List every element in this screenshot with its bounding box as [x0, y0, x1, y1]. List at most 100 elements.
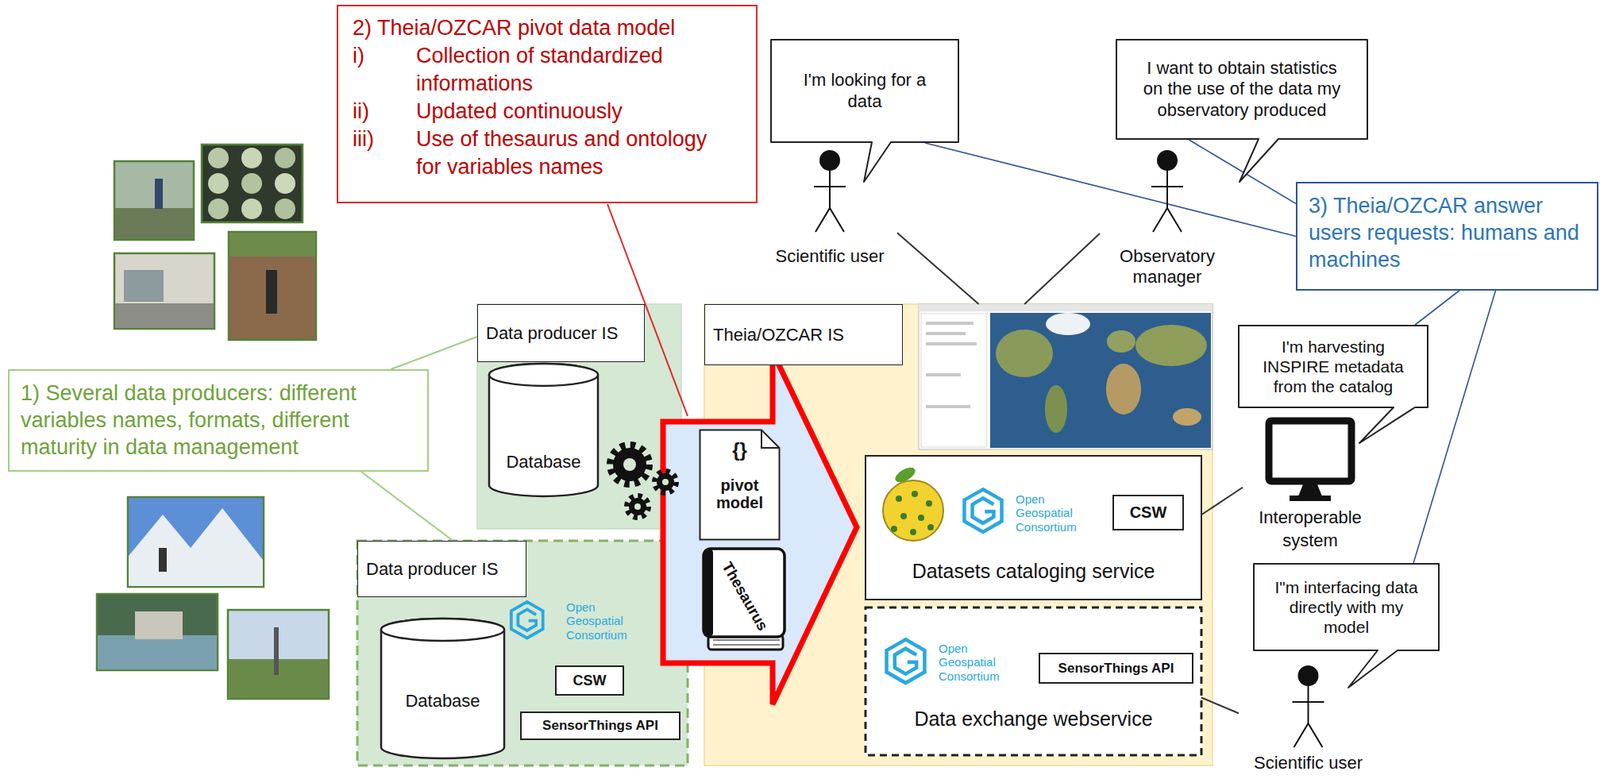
database-cylinder: Database: [487, 362, 600, 498]
callout-heading: 2) Theia/OZCAR pivot data model: [352, 14, 737, 43]
map-land: [1044, 385, 1068, 433]
gear-hole: [662, 478, 669, 486]
photo-detail: [274, 198, 296, 220]
book-spine: [703, 548, 714, 637]
label-holder: Open Geospatial Consortium: [938, 641, 1012, 683]
ogc-symbol: [511, 601, 544, 639]
callout-box: 2) Theia/OZCAR pivot data modeli)Collect…: [336, 4, 758, 204]
map-sidebar: [921, 313, 987, 448]
ogc-hexagon: [972, 497, 995, 523]
connector-line: [925, 142, 1296, 237]
photo: [227, 609, 329, 699]
list-item: Use of thesaurus and ontology for variab…: [416, 125, 737, 182]
panel-ground: [357, 540, 688, 766]
photo: [127, 497, 264, 587]
photo-person: [266, 269, 278, 314]
gear-teeth: [655, 471, 676, 493]
connector-line: [390, 336, 478, 370]
ogc-hexagon: [894, 648, 917, 675]
callout-box: 1) Several data producers: different var…: [7, 369, 429, 472]
document-text: {}: [732, 439, 748, 461]
ogc-hexagon: [511, 601, 544, 639]
list-row: ii)Updated continuously: [352, 97, 737, 126]
photo-detail: [241, 147, 263, 169]
logo-dot: [925, 500, 933, 507]
speech-bubble: I'm harvesting INSPIRE metadata from the…: [1237, 324, 1429, 409]
actor-figure: Observatory manager: [1099, 144, 1235, 289]
service-box: Data exchange webserviceSensorThings API: [865, 607, 1202, 756]
logo-ball: [882, 480, 944, 541]
cylinder-body: [381, 618, 505, 759]
panel-ground: [477, 304, 682, 529]
speech-bubble: I"m interfacing data directly with my mo…: [1253, 562, 1440, 652]
theia-logo: [882, 464, 944, 541]
connector-line: [897, 232, 980, 305]
monitor-screen: [1268, 420, 1352, 482]
map-toolbar: [918, 304, 1213, 312]
logo-dot: [917, 514, 925, 521]
photo-detail: [208, 198, 229, 220]
cylinder-top: [489, 363, 598, 386]
actor-figure: Scientific user: [1238, 663, 1378, 774]
bubble-text: I want to obtain statistics on the use o…: [1137, 57, 1346, 121]
callout-text: 1) Several data producers: different var…: [20, 380, 417, 461]
list-item: Updated continuously: [416, 97, 737, 126]
map-land: [1135, 324, 1207, 367]
logo-leaf: [892, 464, 918, 486]
book-page-lines: [713, 640, 780, 645]
connector-line: [1201, 487, 1243, 515]
photo-detail: [97, 635, 217, 670]
ogc-hexagon: [886, 639, 926, 683]
logo-text: Open Geospatial Consortium: [938, 641, 1012, 683]
system-panel: Data producer ISDatabase: [477, 304, 682, 529]
photo: [114, 253, 215, 329]
photo-frame: [228, 231, 317, 340]
document-page: [700, 430, 780, 540]
tag-text: SensorThings API: [1058, 660, 1175, 677]
gear-hole: [623, 458, 637, 471]
figure-body: [1151, 170, 1184, 232]
label-holder: Open Geospatial Consortium: [566, 600, 640, 642]
system-panel: Data producer ISDatabaseCSWSensorThings …: [357, 540, 688, 766]
connector-line: [1414, 290, 1460, 325]
logo-dot: [911, 490, 918, 498]
photo: [228, 231, 317, 340]
photo-ground: [115, 208, 193, 240]
list-row: iii)Use of thesaurus and ontology for va…: [352, 125, 737, 182]
monitor-stand: [1298, 484, 1323, 497]
system-panel: Theia/OZCAR IS Datasets cataloging servic…: [704, 304, 1213, 766]
bubble-shape: [1253, 563, 1439, 688]
photo-detail: [241, 173, 263, 194]
photo-person: [158, 547, 167, 572]
list-number: i): [352, 42, 417, 98]
map-sidebar-line: [925, 321, 974, 325]
flow-arrow: [663, 351, 857, 705]
photo-ground: [115, 303, 214, 328]
list-number: ii): [352, 97, 417, 126]
photo-frame: [114, 161, 194, 240]
tag-text: CSW: [573, 672, 607, 690]
computer-icon: Interoperable system: [1242, 414, 1378, 552]
logo-text: Open Geospatial Consortium: [1015, 492, 1089, 534]
photo-detail: [274, 173, 296, 194]
logo-dot: [909, 528, 917, 536]
photo-detail: [208, 147, 229, 169]
figure-head: [1298, 665, 1319, 687]
gear-hole: [634, 503, 641, 510]
photo-detail: [273, 627, 279, 675]
book-icon: Thesaurus: [698, 545, 791, 658]
ogc-symbol: [886, 639, 926, 683]
stick-figure: [1238, 663, 1378, 753]
panel-title: Theia/OZCAR IS: [704, 304, 903, 366]
figure-head: [819, 150, 841, 171]
bubble-text: I'm looking for a data: [784, 69, 945, 112]
cylinder-outline: [487, 362, 600, 498]
photo-detail: [229, 232, 316, 257]
service-ground: [865, 455, 1202, 600]
standard-tag: CSW: [555, 665, 625, 696]
tag-text: SensorThings API: [542, 717, 659, 734]
photo-detail: [128, 508, 263, 587]
service-title: Datasets cataloging service: [912, 559, 1156, 583]
figure-head: [1156, 150, 1178, 171]
